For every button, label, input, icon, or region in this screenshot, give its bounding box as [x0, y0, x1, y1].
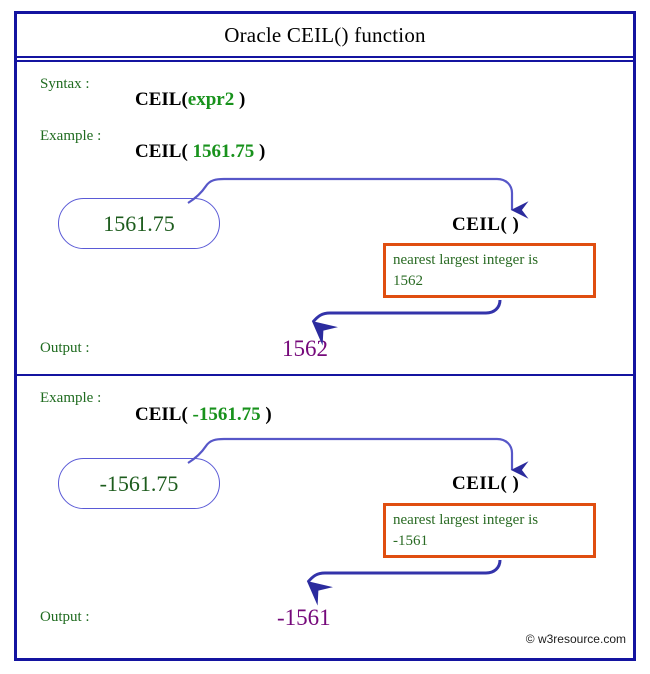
syntax-code-prefix: CEIL(	[135, 89, 188, 110]
example-code-2-arg: -1561.75	[192, 404, 261, 425]
divider-line-top	[17, 56, 633, 58]
input-pill-2: -1561.75	[58, 458, 220, 509]
output-value-2: -1561	[277, 605, 331, 630]
example-code-2: CEIL( -1561.75 )	[135, 404, 272, 426]
output-label-2: Output :	[40, 609, 90, 625]
example-code-2-suffix: )	[260, 404, 272, 425]
example-label-1: Example :	[40, 128, 102, 144]
copyright-credit: © w3resource.com	[525, 632, 626, 646]
note-box-2-line2: -1561	[393, 533, 428, 549]
panel-divider	[17, 374, 633, 376]
note-box-1: nearest largest integer is 1562	[383, 243, 596, 298]
syntax-code-suffix: )	[234, 89, 246, 110]
page-title: Oracle CEIL() function	[224, 22, 426, 47]
note-box-1-line1: nearest largest integer is	[393, 252, 539, 268]
note-box-1-line2: 1562	[393, 273, 423, 289]
function-node-1: CEIL( )	[452, 214, 520, 235]
input-pill-1: 1561.75	[58, 198, 220, 249]
example-code-1-arg: 1561.75	[192, 141, 255, 162]
example-code-1-prefix: CEIL(	[135, 141, 193, 162]
syntax-code-arg: expr2	[187, 89, 235, 110]
output-label-1: Output :	[40, 340, 90, 356]
example-label-2: Example :	[40, 390, 102, 406]
title-bar: Oracle CEIL() function	[17, 14, 633, 56]
note-box-2: nearest largest integer is -1561	[383, 503, 596, 558]
syntax-label: Syntax :	[40, 76, 90, 92]
example-code-1-suffix: )	[254, 141, 266, 162]
function-node-2: CEIL( )	[452, 473, 520, 494]
syntax-code: CEIL(expr2 )	[135, 89, 245, 111]
title-divider	[17, 56, 633, 62]
note-box-2-line1: nearest largest integer is	[393, 512, 539, 528]
divider-line-bottom	[17, 60, 633, 62]
example-code-2-prefix: CEIL(	[135, 404, 193, 425]
output-value-1: 1562	[282, 336, 328, 361]
outer-frame	[14, 11, 636, 661]
example-code-1: CEIL( 1561.75 )	[135, 141, 265, 163]
input-pill-2-value: -1561.75	[99, 470, 179, 496]
input-pill-1-value: 1561.75	[103, 210, 175, 236]
